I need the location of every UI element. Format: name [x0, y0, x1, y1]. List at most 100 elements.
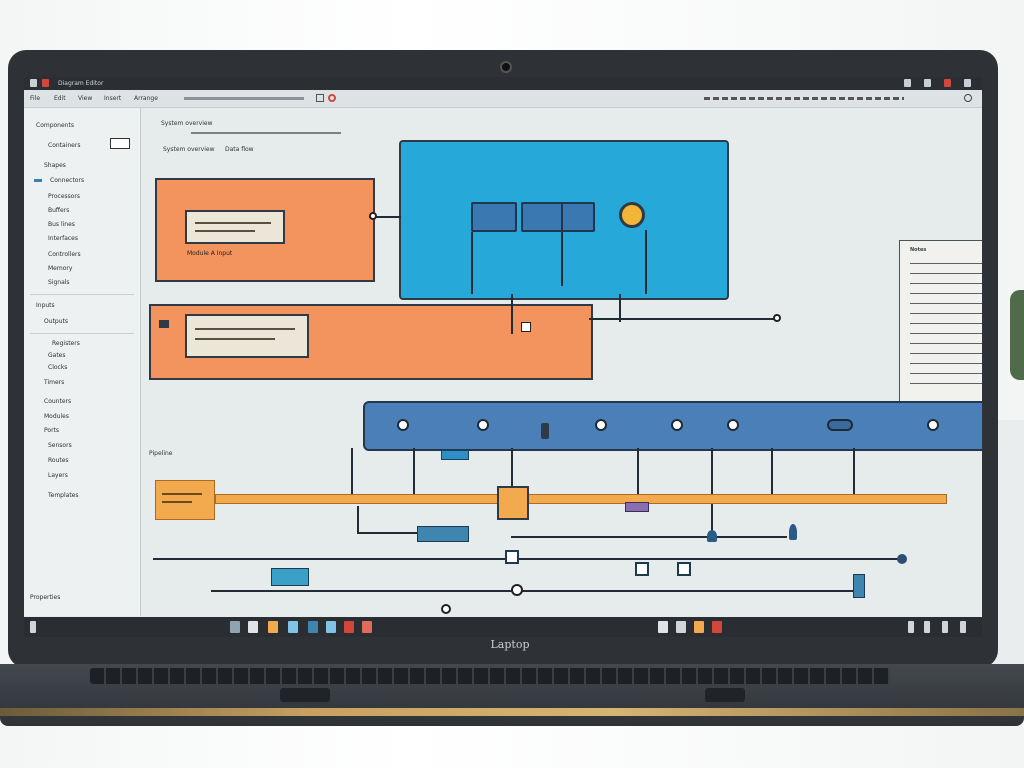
- line-terminal[interactable]: [897, 554, 907, 564]
- sidebar-item[interactable]: Registers: [52, 340, 80, 347]
- sidebar-toggle[interactable]: [110, 138, 130, 149]
- connector-port[interactable]: [369, 212, 377, 220]
- signal-probe-2: [789, 524, 797, 540]
- taskbar-tray[interactable]: [658, 621, 668, 633]
- menu-item-view[interactable]: View: [78, 95, 93, 102]
- module-box-a[interactable]: Module A Input: [155, 178, 375, 282]
- processor-block-3[interactable]: [561, 202, 595, 232]
- settings-icon[interactable]: [964, 94, 972, 102]
- taskbar-app[interactable]: [288, 621, 298, 633]
- record-icon[interactable]: [42, 79, 49, 87]
- shelf-decoration: [994, 420, 1024, 690]
- processor-box[interactable]: [399, 140, 729, 300]
- maximize-icon[interactable]: [924, 79, 931, 87]
- sidebar-footer[interactable]: Properties: [30, 594, 61, 601]
- module-a-field[interactable]: [185, 210, 285, 244]
- signal-block-3[interactable]: [853, 574, 865, 598]
- signal-block-1[interactable]: [417, 526, 469, 542]
- bus-node[interactable]: [671, 419, 683, 431]
- bus-node[interactable]: [477, 419, 489, 431]
- taskbar-app[interactable]: [268, 621, 278, 633]
- menu-item-arrange[interactable]: Arrange: [134, 95, 158, 102]
- sidebar-item[interactable]: Controllers: [48, 251, 81, 258]
- taskbar-app[interactable]: [308, 621, 318, 633]
- sidebar-item[interactable]: Memory: [48, 265, 73, 272]
- module-b-port[interactable]: [521, 322, 531, 332]
- target-icon[interactable]: [619, 202, 645, 228]
- bus-node[interactable]: [595, 419, 607, 431]
- menu-item-insert[interactable]: Insert: [104, 95, 122, 102]
- zoom-icon[interactable]: [316, 94, 324, 102]
- sidebar-item[interactable]: Shapes: [44, 162, 66, 169]
- pipeline-stage[interactable]: [497, 486, 529, 520]
- sidebar-item[interactable]: Sensors: [48, 442, 72, 449]
- volume-icon[interactable]: [924, 621, 930, 633]
- sidebar-item[interactable]: Layers: [48, 472, 68, 479]
- bus-tap[interactable]: [441, 450, 469, 460]
- plant-decoration: [1010, 290, 1024, 380]
- sidebar-item[interactable]: Interfaces: [48, 235, 78, 242]
- sidebar-item[interactable]: Bus lines: [48, 221, 75, 228]
- sidebar-item[interactable]: Inputs: [36, 302, 55, 309]
- notes-panel[interactable]: Notes: [899, 240, 982, 402]
- module-box-b[interactable]: [149, 304, 593, 380]
- module-b-icon: [159, 320, 169, 328]
- signal-gate-3[interactable]: [677, 562, 691, 576]
- pipeline-source[interactable]: [155, 480, 215, 520]
- taskbar-tray[interactable]: [676, 621, 686, 633]
- taskbar-tray[interactable]: [712, 621, 722, 633]
- signal-gate-2[interactable]: [635, 562, 649, 576]
- sidebar-item[interactable]: Buffers: [48, 207, 70, 214]
- bus-node[interactable]: [727, 419, 739, 431]
- battery-icon[interactable]: [942, 621, 948, 633]
- network-icon[interactable]: [908, 621, 914, 633]
- line-node-2[interactable]: [441, 604, 451, 614]
- sidebar-item[interactable]: Clocks: [48, 364, 68, 371]
- sidebar-item[interactable]: Processors: [48, 193, 81, 200]
- taskbar-app[interactable]: [362, 621, 372, 633]
- bus-node[interactable]: [397, 419, 409, 431]
- keyboard: [90, 668, 890, 684]
- toolbar-slider[interactable]: [184, 97, 304, 100]
- menu-item-edit[interactable]: Edit: [54, 95, 66, 102]
- sidebar-item[interactable]: Signals: [48, 279, 70, 286]
- sidebar-item[interactable]: Connectors: [50, 177, 85, 184]
- signal-block-2[interactable]: [271, 568, 309, 586]
- webcam-icon: [500, 61, 512, 73]
- sidebar-item[interactable]: Ports: [44, 427, 60, 434]
- system-bus[interactable]: [363, 401, 982, 451]
- sidebar-item[interactable]: Routes: [48, 457, 69, 464]
- taskbar-app[interactable]: [344, 621, 354, 633]
- line-node[interactable]: [511, 584, 523, 596]
- sidebar-item[interactable]: Templates: [48, 492, 79, 499]
- notification-icon[interactable]: [960, 621, 966, 633]
- refresh-icon[interactable]: [328, 94, 336, 102]
- bus-node[interactable]: [927, 419, 939, 431]
- pipeline-lane[interactable]: [215, 494, 947, 504]
- sidebar-item[interactable]: Components: [36, 122, 74, 129]
- taskbar-tray[interactable]: [694, 621, 704, 633]
- pipeline-marker[interactable]: [625, 502, 649, 512]
- module-b-field[interactable]: [185, 314, 309, 358]
- taskbar-app[interactable]: [230, 621, 240, 633]
- user-icon[interactable]: [964, 79, 971, 87]
- sidebar-item[interactable]: Outputs: [44, 318, 68, 325]
- minimize-icon[interactable]: [904, 79, 911, 87]
- signal-gate-1[interactable]: [505, 550, 519, 564]
- taskbar-app[interactable]: [326, 621, 336, 633]
- header-rule: [191, 132, 341, 134]
- diagram-canvas[interactable]: System overview System overview Data flo…: [141, 108, 982, 616]
- sidebar-item[interactable]: Containers: [48, 142, 81, 149]
- sidebar-item[interactable]: Modules: [44, 413, 69, 420]
- processor-block-1[interactable]: [471, 202, 517, 232]
- sidebar-item[interactable]: Timers: [44, 379, 65, 386]
- start-icon[interactable]: [30, 621, 36, 633]
- sidebar-item[interactable]: Gates: [48, 352, 66, 359]
- processor-block-2[interactable]: [521, 202, 567, 232]
- toolbar-strip: [704, 97, 904, 100]
- sidebar-item[interactable]: Counters: [44, 398, 72, 405]
- taskbar-app[interactable]: [248, 621, 258, 633]
- close-icon[interactable]: [944, 79, 951, 87]
- menu-item-file[interactable]: File: [30, 95, 41, 102]
- bus-switch[interactable]: [827, 419, 853, 431]
